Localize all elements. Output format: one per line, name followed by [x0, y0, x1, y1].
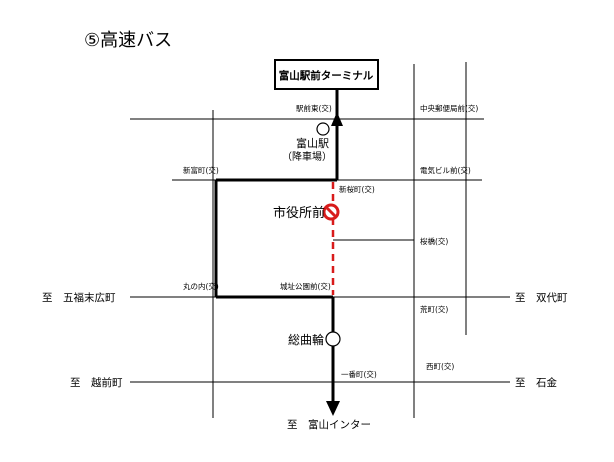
destination-left-lower: 至 越前町: [70, 376, 123, 389]
sogawa-stop-icon: [325, 331, 341, 347]
destination-right-lower: 至 石金: [515, 376, 557, 389]
shiyakusho-mae-label: 市役所前: [273, 205, 325, 221]
sogawa-label: 総曲輪: [288, 332, 324, 347]
destination-left-upper: 至 五福末広町: [42, 291, 116, 304]
no-entry-icon: [322, 203, 340, 221]
intersection-nishicho: 西町(交): [426, 361, 454, 371]
toyama-station-label: 富山駅: [296, 136, 329, 150]
intersection-ichibancho: 一番町(交): [341, 369, 377, 379]
intersection-chuo-yubinkyoku: 中央郵便局前(交): [420, 103, 478, 113]
terminal-label: 富山駅前ターミナル: [279, 69, 374, 82]
destination-right-upper: 至 双代町: [515, 292, 568, 304]
intersection-ekimae-higashi: 駅前東(交): [296, 103, 332, 113]
intersection-aramachi: 荒町(交): [420, 304, 448, 314]
toyama-station-sublabel: （降車場）: [282, 150, 332, 163]
arrow-up-icon: [331, 112, 343, 126]
arrow-down-icon: [326, 401, 340, 416]
intersection-shinsakuramachi: 新桜町(交): [339, 184, 375, 194]
map-title: ⑤高速バス: [84, 30, 172, 51]
intersection-marunouchi: 丸の内(交): [183, 281, 219, 291]
intersection-joshi-koen: 城址公園前(交): [280, 281, 331, 291]
destination-bottom: 至 富山インター: [287, 418, 371, 431]
intersection-dentsu-building: 電気ビル前(交): [420, 165, 471, 175]
toyama-station-stop-icon: [316, 122, 330, 136]
terminal-box: [274, 59, 379, 90]
intersection-sakurabashi: 桜橋(交): [420, 236, 448, 246]
intersection-shintomicho: 新富町(交): [183, 165, 219, 175]
